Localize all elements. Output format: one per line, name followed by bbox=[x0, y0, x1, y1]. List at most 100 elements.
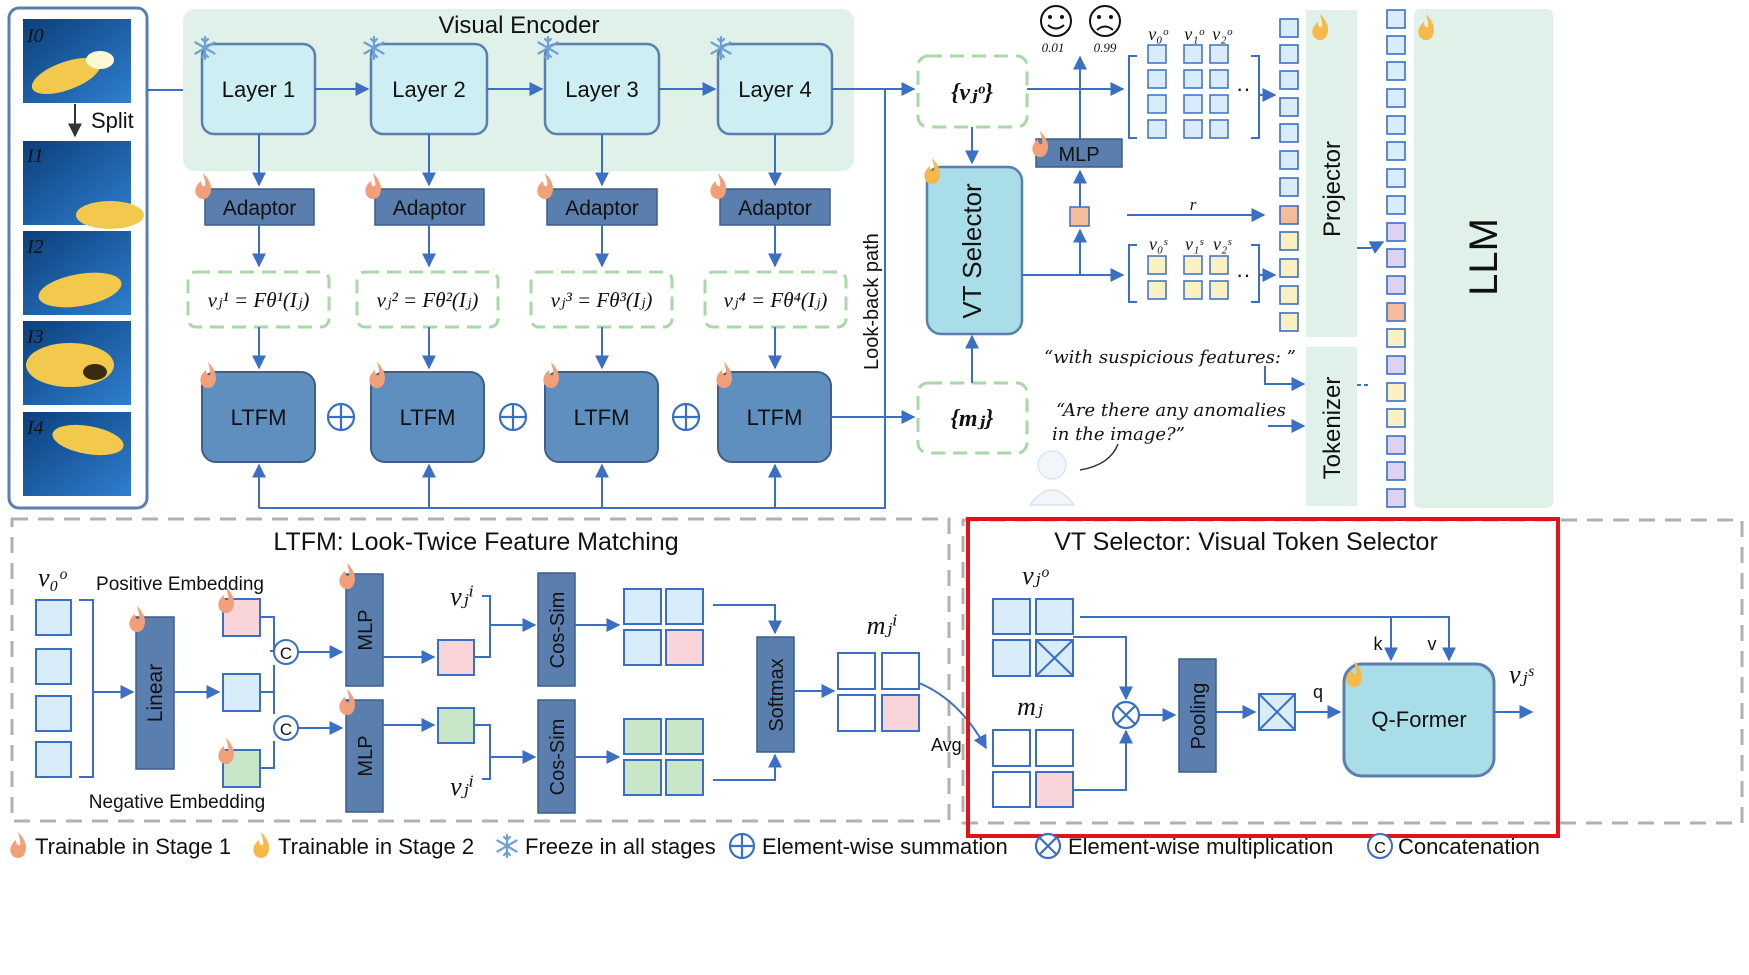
softmax-box: Softmax bbox=[756, 636, 795, 753]
score-normal: 0.01 bbox=[1042, 40, 1065, 55]
encoder-title: Visual Encoder bbox=[439, 12, 600, 39]
feature-4: vⱼ⁴ = Fθ⁴(Iⱼ) bbox=[703, 270, 848, 329]
vo-token-grid: v₀ᵒ v₁ᵒ v₂ᵒ ·· bbox=[1128, 24, 1260, 139]
adaptor-2: Adaptor bbox=[365, 134, 485, 268]
k-label: k bbox=[1374, 634, 1384, 654]
legend-item-stage2: Trainable in Stage 2 bbox=[253, 832, 474, 859]
llm-label: LLM bbox=[1462, 218, 1506, 296]
m-set-box: {mⱼ} bbox=[916, 381, 1029, 455]
input-image-i3: I3 bbox=[23, 321, 131, 405]
vo-set-box: {vⱼᵒ} bbox=[916, 54, 1029, 129]
adaptor-3: Adaptor bbox=[537, 134, 658, 268]
layer-2-label: Layer 2 bbox=[392, 77, 465, 102]
ltfm-2-label: LTFM bbox=[400, 405, 456, 430]
score-anomaly: 0.99 bbox=[1094, 40, 1117, 55]
vo-set-label: {vⱼᵒ} bbox=[951, 80, 994, 106]
ltfm-4: LTFM bbox=[716, 362, 832, 463]
layer-1-label: Layer 1 bbox=[222, 77, 295, 102]
tokenizer-label: Tokenizer bbox=[1319, 377, 1346, 480]
ltfm-1-label: LTFM bbox=[231, 405, 287, 430]
mlp-positive-box: MLP bbox=[339, 563, 384, 687]
ltfm-panel-title: LTFM: Look-Twice Feature Matching bbox=[273, 528, 678, 556]
feature-4-equation: vⱼ⁴ = Fθ⁴(Iⱼ) bbox=[724, 288, 828, 312]
prompt-suspicious-features: “with suspicious features: ” bbox=[1044, 347, 1296, 368]
vs-token-2-label: v₂ˢ bbox=[1213, 234, 1232, 254]
legend-freeze-label: Freeze in all stages bbox=[525, 834, 716, 859]
cossim-positive-box: Cos-Sim bbox=[537, 572, 576, 687]
projected-token bbox=[222, 673, 261, 712]
vo-token-0-label: v₀ᵒ bbox=[1148, 24, 1168, 44]
feature-row: vⱼ¹ = Fθ¹(Iⱼ) vⱼ² = Fθ²(Iⱼ) vⱼ³ = Fθ³(Iⱼ… bbox=[186, 270, 848, 329]
cossim-negative-label: Cos-Sim bbox=[547, 719, 569, 796]
vs-token-1-label: v₁ˢ bbox=[1185, 234, 1204, 254]
happy-face-icon bbox=[1040, 5, 1072, 37]
ltfm-4-label: LTFM bbox=[747, 405, 803, 430]
legend-stage2-label: Trainable in Stage 2 bbox=[278, 834, 474, 859]
negative-embedding-label: Negative Embedding bbox=[89, 792, 265, 813]
mlp-positive-label: MLP bbox=[355, 609, 377, 650]
vt-panel-title: VT Selector: Visual Token Selector bbox=[1054, 528, 1438, 556]
flame-stage1-icon bbox=[537, 173, 553, 199]
v0o-token-column bbox=[35, 599, 72, 778]
q-label: q bbox=[1313, 682, 1323, 702]
avg-label: Avg bbox=[931, 735, 962, 755]
mji-label: mⱼⁱ bbox=[867, 611, 898, 640]
prompt-question-line1: “Are there any anomalies bbox=[1056, 400, 1286, 421]
vji-lower-label: vⱼⁱ bbox=[450, 772, 474, 801]
visual-encoder: Visual Encoder Layer 1 Layer 2 Layer 3 L… bbox=[183, 9, 854, 171]
ltfm-3: LTFM bbox=[543, 362, 659, 463]
m-set-label: {mⱼ} bbox=[951, 406, 995, 432]
circle-plus-icon bbox=[498, 402, 528, 432]
pooling-box: Pooling bbox=[1178, 658, 1217, 773]
flame-stage1-icon bbox=[10, 832, 26, 858]
input-image-panel: I0 I1 I2 I3 I4 Split bbox=[7, 6, 149, 510]
v0o-label: v₀ᵒ bbox=[38, 563, 68, 592]
ellipsis-icon: ·· bbox=[1236, 262, 1251, 287]
adaptor-1: Adaptor bbox=[195, 134, 315, 268]
feature-3: vⱼ³ = Fθ³(Iⱼ) bbox=[529, 270, 674, 329]
image-label-i0: I0 bbox=[26, 25, 44, 47]
positive-feature-token bbox=[437, 639, 475, 676]
circle-c-icon: C bbox=[273, 715, 299, 741]
image-label-i4: I4 bbox=[26, 417, 44, 439]
input-image-i1: I1 bbox=[23, 141, 144, 229]
feature-2-equation: vⱼ² = Fθ²(Iⱼ) bbox=[377, 288, 479, 312]
concat-symbol: C bbox=[280, 720, 292, 739]
adaptor-4: Adaptor bbox=[710, 134, 831, 268]
legend-sum-label: Element-wise summation bbox=[762, 834, 1008, 859]
layer-1: Layer 1 bbox=[194, 35, 317, 136]
vjs-label: vⱼˢ bbox=[1509, 660, 1534, 689]
image-label-i2: I2 bbox=[26, 236, 44, 258]
projector-token-column bbox=[1279, 18, 1299, 332]
qformer-box: Q-Former bbox=[1342, 661, 1496, 778]
mj-label: mⱼ bbox=[1017, 692, 1043, 721]
flame-stage2-icon bbox=[253, 832, 269, 858]
legend-item-concat: C Concatenation bbox=[1367, 833, 1540, 859]
negative-similarity-grid bbox=[623, 718, 704, 796]
adaptor-3-label: Adaptor bbox=[565, 197, 639, 220]
lookback-path-label: Look-back path bbox=[861, 233, 883, 370]
score-token bbox=[1069, 206, 1090, 227]
projector-box: Projector bbox=[1306, 10, 1357, 337]
input-image-i0: I0 bbox=[23, 19, 131, 103]
flame-stage1-icon bbox=[710, 173, 726, 199]
user-avatar-icon bbox=[1028, 450, 1076, 506]
ltfm-1: LTFM bbox=[200, 362, 316, 463]
projector-label: Projector bbox=[1319, 141, 1346, 237]
layer-3: Layer 3 bbox=[537, 35, 661, 136]
flame-stage1-icon bbox=[365, 173, 381, 199]
legend-stage1-label: Trainable in Stage 1 bbox=[35, 834, 231, 859]
vt-selector-label: VT Selector bbox=[957, 183, 987, 319]
linear-label: Linear bbox=[144, 664, 167, 722]
mlp-box: MLP bbox=[1032, 131, 1123, 168]
llm-box: LLM bbox=[1414, 9, 1553, 508]
layer-3-label: Layer 3 bbox=[565, 77, 638, 102]
qformer-label: Q-Former bbox=[1371, 707, 1466, 732]
r-label: r bbox=[1190, 195, 1197, 214]
mlp-negative-label: MLP bbox=[355, 735, 377, 776]
prompt-question-line2: in the image?” bbox=[1052, 424, 1185, 445]
ellipsis-icon: ·· bbox=[1236, 76, 1251, 101]
adaptor-row: Adaptor Adaptor Adaptor Adaptor bbox=[195, 134, 831, 268]
circle-plus-icon bbox=[671, 402, 701, 432]
